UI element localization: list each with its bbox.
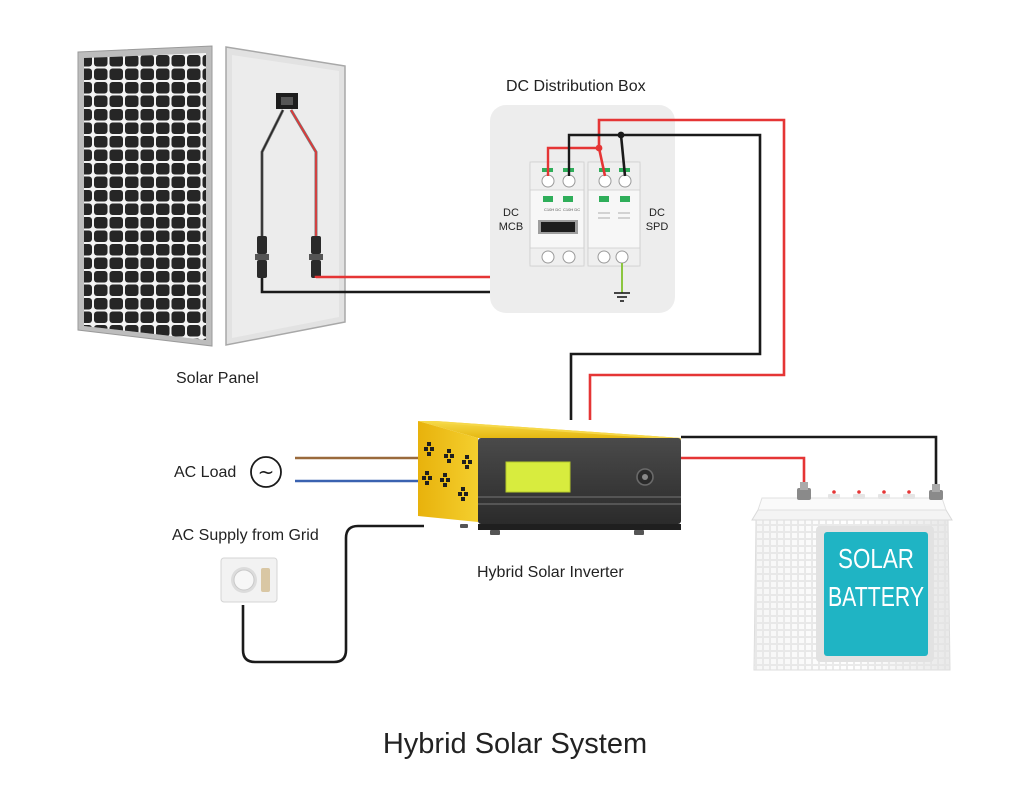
ac-wave-glyph: ~ [258, 460, 275, 484]
panel-negative-lead [261, 109, 284, 236]
inverter-vents [422, 442, 472, 501]
battery-text-line1: SOLAR [838, 543, 914, 574]
ac-load-label: AC Load [174, 464, 237, 481]
solar-panel-label: Solar Panel [176, 370, 259, 387]
hybrid-inverter [418, 421, 681, 535]
ground-symbol [614, 263, 630, 302]
junction-dot-negative [617, 131, 625, 139]
dc-mcb: C10H DC C10H DC [529, 161, 585, 267]
battery-label-panel [824, 532, 928, 656]
mcb-label-line1: DC [503, 207, 519, 219]
wire-dc-negative-to-inverter [569, 133, 762, 420]
wire-battery-negative [681, 435, 938, 498]
dc-spd [587, 161, 641, 267]
mcb-label-line2: MCB [498, 221, 524, 233]
solar-panel [77, 45, 346, 347]
mc4-connector-positive [309, 236, 323, 278]
diagram-title: Hybrid Solar System [382, 728, 648, 760]
solar-battery [751, 482, 953, 671]
svg-text:C10H DC: C10H DC [544, 207, 561, 212]
wire-mcb-spd-positive [546, 146, 599, 176]
grid-supply-label: AC Supply from Grid [172, 527, 319, 544]
wire-mcb-spd-negative [567, 133, 621, 176]
grid-socket [220, 557, 278, 603]
svg-text:C10H DC: C10H DC [563, 207, 580, 212]
mcb-label: DC MCB [496, 206, 526, 234]
wire-battery-positive [681, 456, 806, 490]
dc-box-label: DC Distribution Box [506, 78, 646, 95]
spd-label-line1: DC [649, 207, 665, 219]
wire-grid-to-inverter [241, 524, 424, 664]
junction-dot-positive [595, 144, 603, 152]
ac-source-symbol [250, 456, 282, 488]
battery-text-line2: BATTERY [828, 581, 924, 612]
spd-label: DC SPD [642, 206, 672, 234]
spd-label-line2: SPD [645, 221, 669, 233]
inverter-label: Hybrid Solar Inverter [477, 564, 624, 581]
mc4-connector-negative [255, 236, 269, 278]
inverter-lcd [505, 461, 571, 493]
panel-positive-lead [290, 109, 317, 236]
